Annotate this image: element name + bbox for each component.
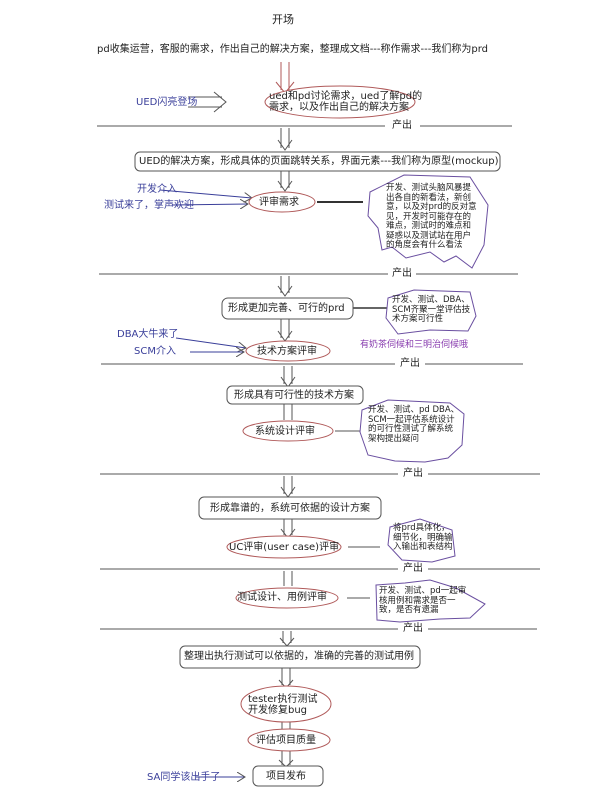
step-uc-review: UC评审(user case)评审 [229,542,340,553]
divider-label: 产出 [392,268,412,279]
step-tech-review: 技术方案评审 [257,346,317,357]
start-title: 开场 [272,13,294,26]
step-ued-discuss-line2: 需求，以及作出自己的解决方案 [269,102,409,113]
step-sys-review: 系统设计评审 [255,426,315,437]
connectors [97,62,540,777]
actor-dba: DBA大牛来了 [117,329,179,340]
step-release: 项目发布 [266,771,306,782]
step-exec-line1: tester执行测试 [248,694,318,705]
divider-label: 产出 [400,358,420,369]
step-quality: 评估项目质量 [256,735,316,746]
step-design-plan: 形成靠谱的，系统可依据的设计方案 [210,503,370,514]
divider-label: 产出 [403,468,423,479]
step-exec-line2: 开发修复bug [248,705,308,716]
process-boxes [134,151,501,787]
note-tech-eval: 开发、测试、DBA、SCM齐聚一堂评估技术方案可行性 [392,295,471,324]
step-ued-discuss-line1: ued和pd讨论需求，ued了解pd的 [269,91,423,102]
review-ellipses [226,85,416,752]
actor-ued: UED闪亮登场 [136,97,198,108]
actor-test: 测试来了，掌声欢迎 [104,200,194,211]
actor-sa: SA同学该出手了 [147,772,221,783]
divider-label: 产出 [392,120,412,131]
step-test-design: 测试设计、用例评审 [237,592,327,603]
intro-text: pd收集运营，客服的需求，作出自己的解决方案，整理成文档---称作需求---我们… [97,44,488,55]
note-brainstorm: 开发、测试头脑风暴提出各自的新看法，新创意，以及对prd的反对意见，开发时可能存… [386,183,477,250]
note-uc-detail: 将prd具体化，细节化，明确输入输出和表结构 [393,523,453,552]
note-snacks: 有奶茶伺候和三明治伺候哦 [360,340,469,350]
note-clouds [359,174,489,623]
divider-label: 产出 [403,563,423,574]
note-case-check: 开发、测试、pd一起审核用例和需求是否一致，是否有遗漏 [379,586,467,615]
step-better-prd: 形成更加完善、可行的prd [228,303,345,314]
step-test-cases: 整理出执行测试可以依据的，准确的完善的测试用例 [184,651,414,662]
actor-scm: SCM介入 [134,346,176,357]
step-tech-plan: 形成具有可行性的技术方案 [234,390,354,401]
divider-label: 产出 [403,623,423,634]
actor-dev: 开发介入 [137,184,177,195]
note-sys-eval: 开发、测试、pd DBA、SCM一起评估系统设计的可行性测试了解系统架构提出疑问 [368,405,460,444]
step-mockup: UED的解决方案，形成具体的页面跳转关系，界面元素---我们称为原型(mocku… [139,156,499,167]
step-review-req: 评审需求 [259,197,299,208]
